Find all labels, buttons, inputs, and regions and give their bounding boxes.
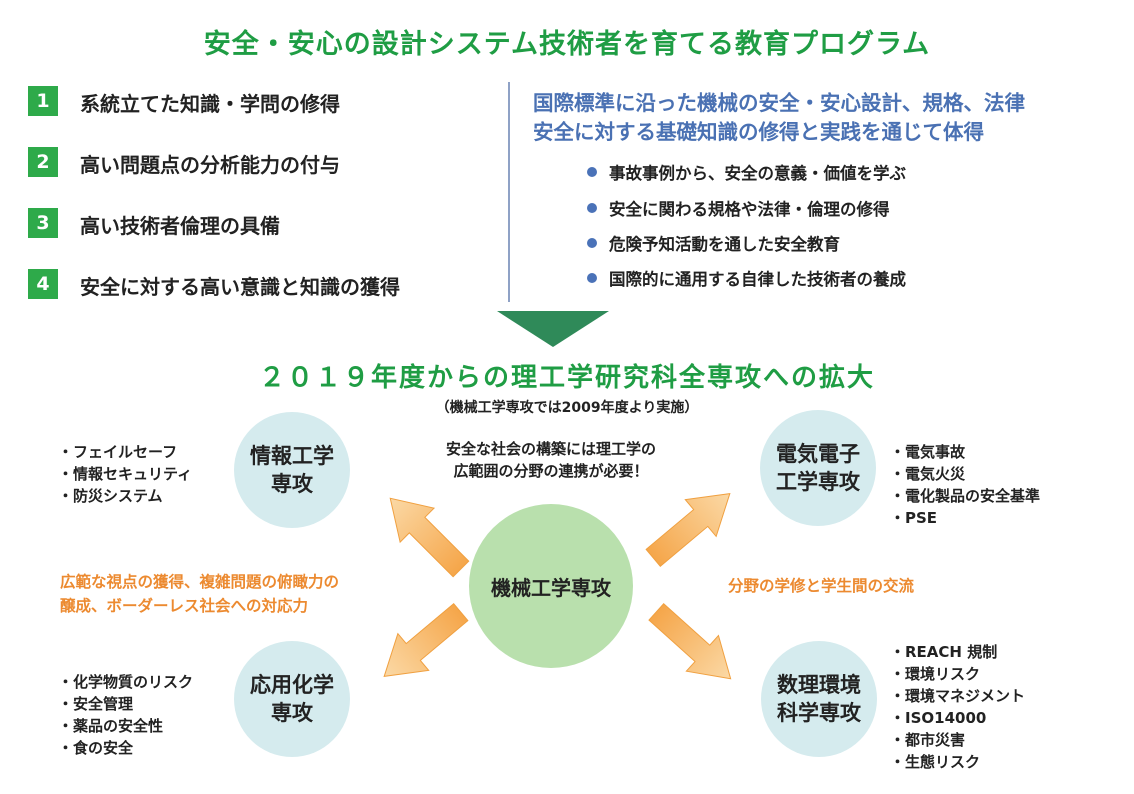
left-benefit-line-2: 醸成、ボーダーレス社会への対応力 (60, 597, 309, 615)
list-item: ・化学物質のリスク (58, 673, 194, 691)
info-topics-list: ・フェイルセーフ ・情報セキュリティ ・防災システム (58, 441, 192, 507)
goal-number-3: 3 (28, 208, 58, 238)
chem-topics-list: ・化学物質のリスク ・安全管理 ・薬品の安全性 ・食の安全 (58, 671, 193, 759)
arrow-to-elec-icon (645, 492, 731, 567)
list-item: ・生態リスク (890, 753, 981, 771)
env-department-circle: 数理環境 科学専攻 (761, 641, 877, 757)
list-item: ・環境マネジメント (890, 687, 1026, 705)
collaboration-need-text: 安全な社会の構築には理工学の 広範囲の分野の連携が必要！ (396, 438, 706, 482)
list-item: ・電化製品の安全基準 (890, 487, 1041, 505)
center-department-label: 機械工学専攻 (491, 575, 611, 600)
bullet-text-2: 安全に関わる規格や法律・倫理の修得 (609, 200, 890, 219)
goal-text-1: 系統立てた知識・学問の修得 (80, 92, 340, 116)
list-item: ・環境リスク (890, 665, 981, 683)
expansion-note: （機械工学専攻では2009年度より実施） (435, 400, 699, 416)
list-item: ・薬品の安全性 (58, 717, 164, 735)
list-item: ・REACH 規制 (890, 643, 998, 661)
goal-text-2: 高い問題点の分析能力の付与 (80, 153, 340, 177)
elec-department-circle: 電気電子 工学専攻 (760, 410, 876, 526)
arrow-to-info-icon (389, 497, 470, 578)
arrow-to-env-icon (648, 603, 732, 680)
page-title: 安全・安心の設計システム技術者を育てる教育プログラム (203, 29, 931, 60)
center-department-circle: 機械工学専攻 (469, 504, 633, 668)
arrow-to-chem-icon (383, 603, 469, 678)
bullet-text-4: 国際的に通用する自律した技術者の養成 (609, 270, 906, 289)
bullet-dot-icon (587, 167, 597, 177)
bullet-dot-icon (587, 203, 597, 213)
vertical-divider (508, 82, 510, 302)
list-item: ・都市災害 (890, 731, 966, 749)
list-item: ・防災システム (58, 487, 163, 505)
env-topics-list: ・REACH 規制 ・環境リスク ・環境マネジメント ・ISO14000 ・都市… (890, 641, 1025, 773)
goal-number-2: 2 (28, 147, 58, 177)
goal-number-1: 1 (28, 86, 58, 116)
expansion-title: ２０１９年度からの理工学研究科全専攻への拡大 (258, 363, 875, 393)
goal-text-3: 高い技術者倫理の具備 (80, 214, 280, 238)
list-item: ・情報セキュリティ (58, 465, 193, 483)
elec-topics-list: ・電気事故 ・電気火災 ・電化製品の安全基準 ・PSE (890, 441, 1040, 529)
list-item: ・食の安全 (58, 739, 134, 757)
right-heading-line2: 安全に対する基礎知識の修得と実践を通じて体得 (533, 120, 984, 144)
left-benefit-line-1: 広範な視点の獲得、複雑問題の俯瞰力の (60, 573, 340, 591)
list-item: ・電気事故 (890, 443, 966, 461)
need-line-1: 安全な社会の構築には理工学の (445, 440, 656, 458)
goal-number-4: 4 (28, 269, 58, 299)
right-benefit-text: 分野の学修と学生間の交流 (728, 577, 915, 595)
list-item: ・電気火災 (890, 465, 966, 483)
bullet-dot-icon (587, 238, 597, 248)
goal-text-4: 安全に対する高い意識と知識の獲得 (80, 275, 400, 299)
list-item: ・安全管理 (58, 695, 134, 713)
list-item: ・フェイルセーフ (58, 443, 178, 461)
list-item: ・ISO14000 (890, 709, 987, 727)
info-department-circle: 情報工学 専攻 (234, 412, 350, 528)
bullet-text-1: 事故事例から、安全の意義・価値を学ぶ (609, 164, 906, 183)
need-line-2: 広範囲の分野の連携が必要！ (453, 462, 649, 480)
right-heading-line1: 国際標準に沿った機械の安全・安心設計、規格、法律 (533, 91, 1025, 115)
left-benefit-text: 広範な視点の獲得、複雑問題の俯瞰力の 醸成、ボーダーレス社会への対応力 (60, 570, 339, 618)
bullet-text-3: 危険予知活動を通した安全教育 (609, 235, 840, 254)
chem-department-circle: 応用化学 専攻 (234, 641, 350, 757)
bullet-dot-icon (587, 273, 597, 283)
list-item: ・PSE (890, 509, 938, 527)
down-arrow-icon (497, 311, 609, 347)
